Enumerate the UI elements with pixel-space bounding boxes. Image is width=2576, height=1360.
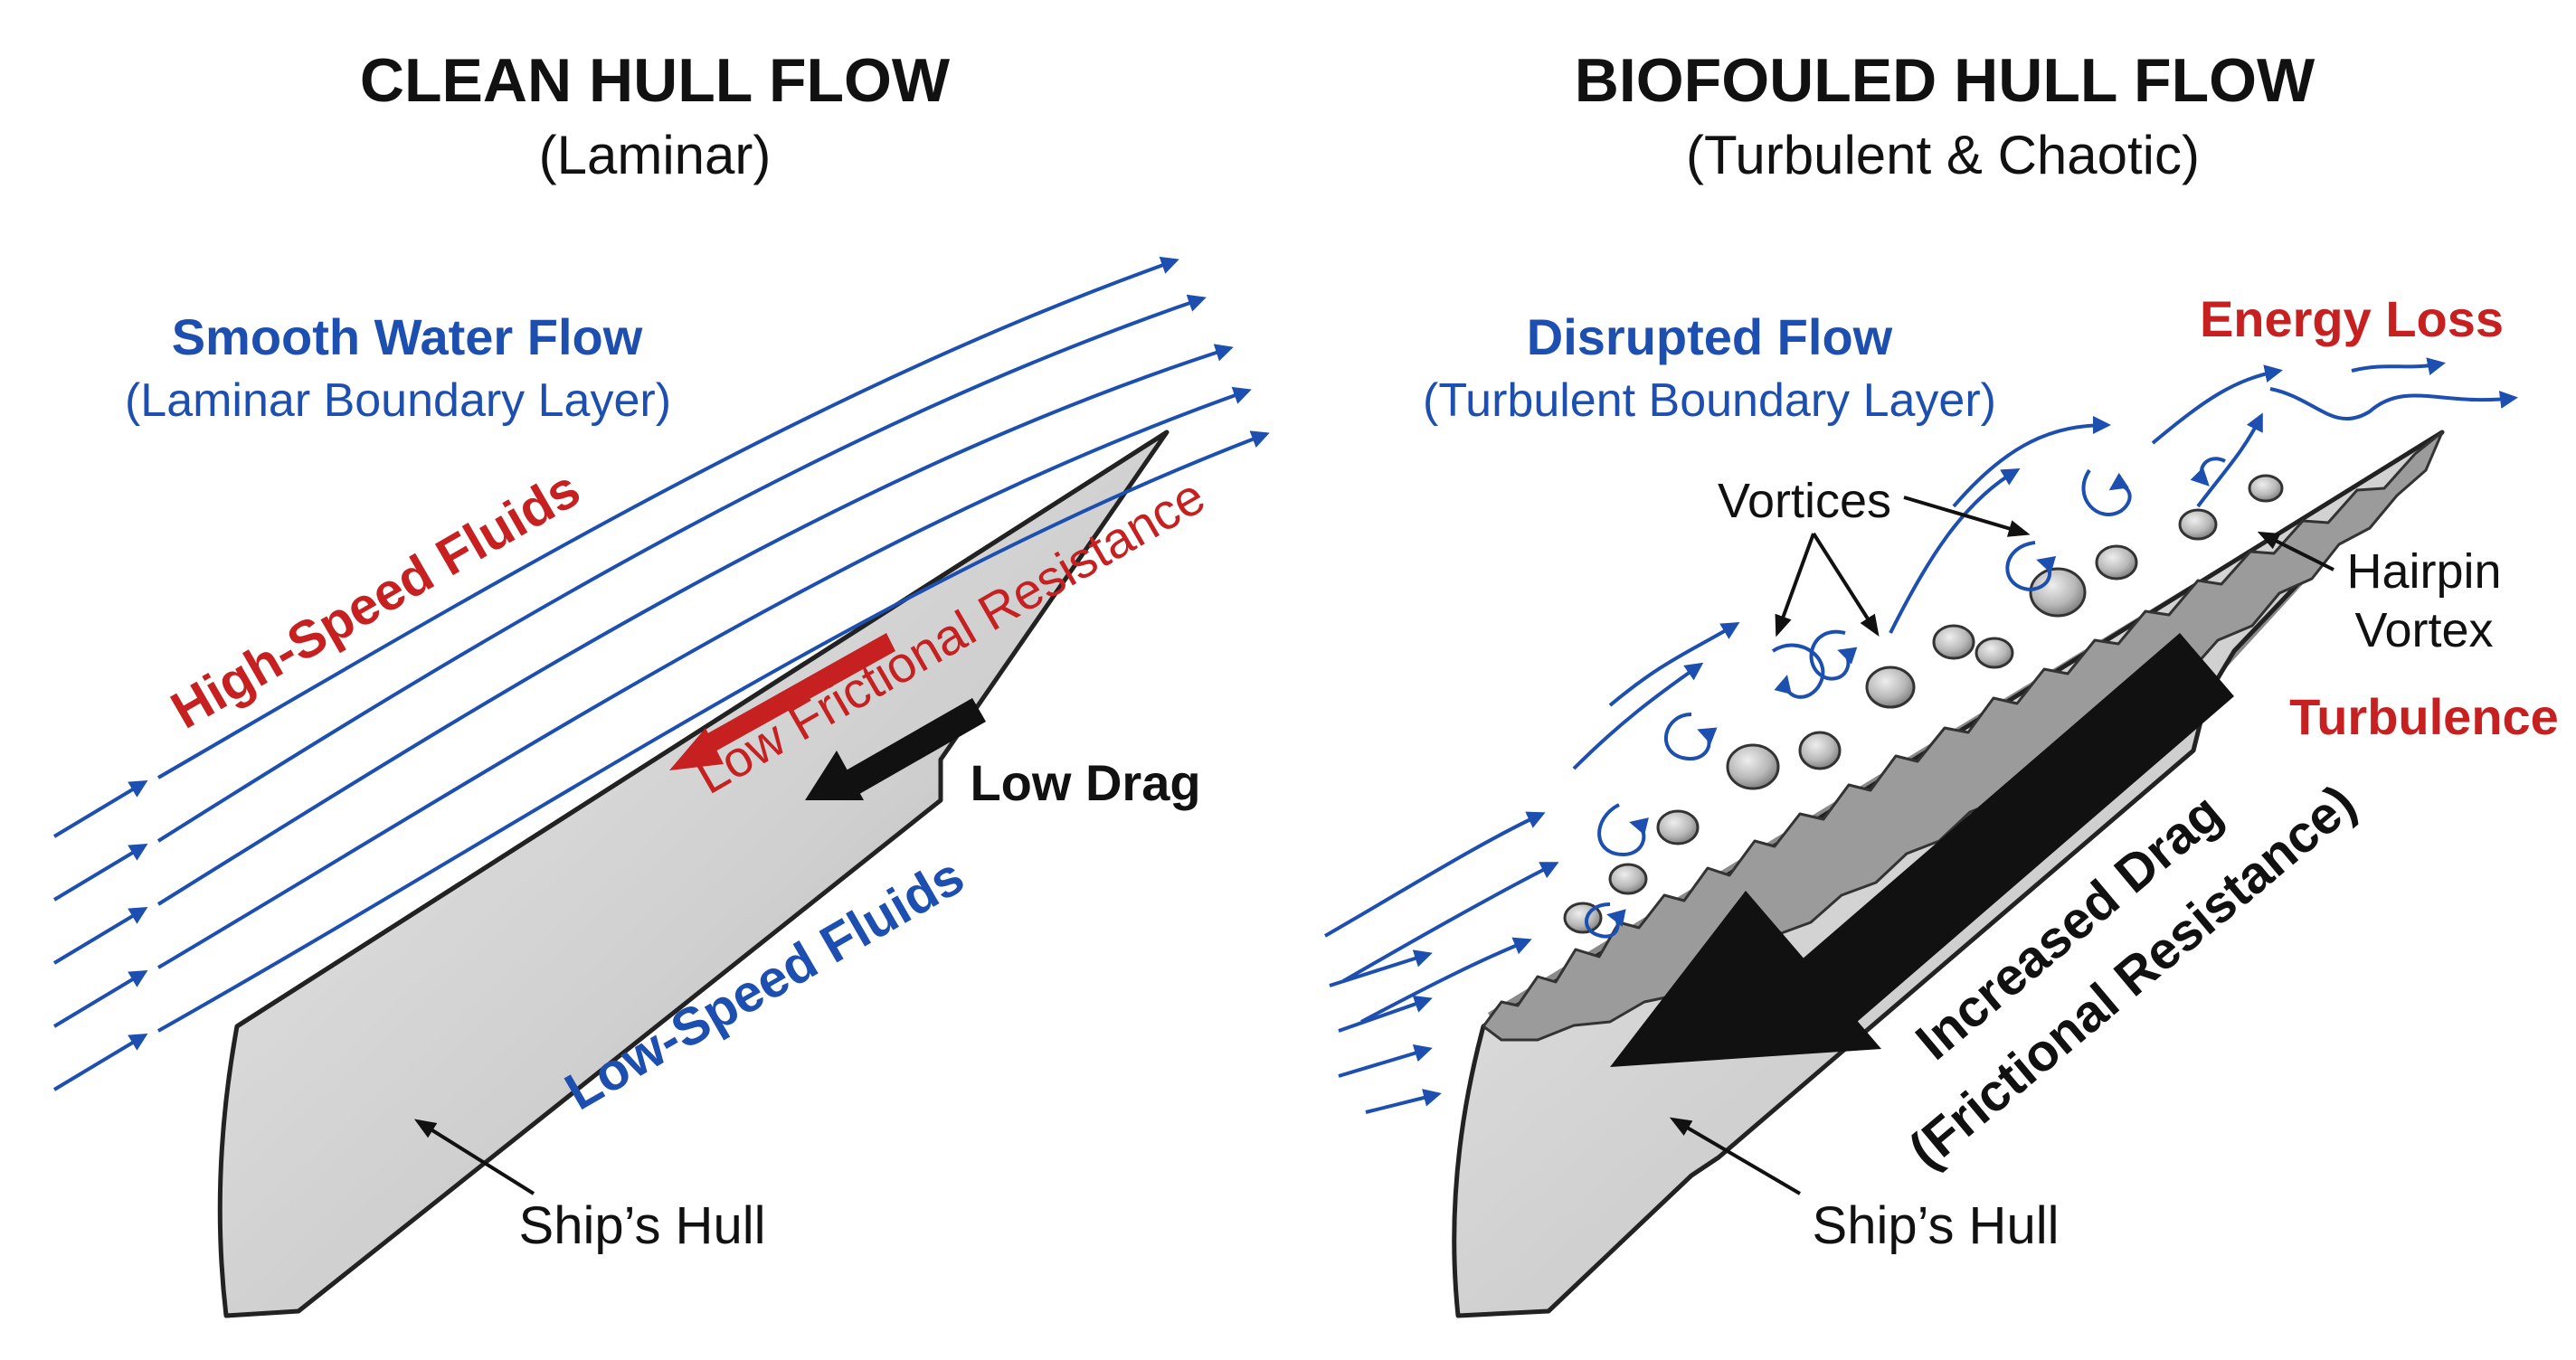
laminar-streamlines xyxy=(156,256,1270,1033)
turbulence-label: Turbulence xyxy=(2289,688,2559,745)
low-drag-label: Low Drag xyxy=(970,754,1200,811)
low-drag-arrow xyxy=(805,698,986,800)
barnacle xyxy=(2248,474,2284,503)
hull-pointer-left xyxy=(413,1119,535,1195)
inflow-arrows-left xyxy=(52,779,148,1091)
right-subtitle: (Turbulent & Chaotic) xyxy=(1686,125,2200,185)
left-subtitle: (Laminar) xyxy=(539,125,772,185)
inflow-arrows-right xyxy=(1329,949,1442,1114)
hull-label-right: Ship’s Hull xyxy=(1813,1196,2060,1255)
barnacle xyxy=(2029,567,2087,618)
smooth-flow-label: Smooth Water Flow xyxy=(172,308,643,365)
vortices-label: Vortices xyxy=(1718,474,1891,528)
resistance-arrow xyxy=(669,633,895,770)
vortex-swirl xyxy=(1585,902,1626,939)
hull-pointer-right xyxy=(1669,1117,1802,1195)
barnacle xyxy=(1608,863,1648,895)
high-speed-label: High-Speed Fluids xyxy=(162,459,590,741)
barnacle xyxy=(1726,743,1780,790)
turbulent-layer-label: (Turbulent Boundary Layer) xyxy=(1423,374,1996,427)
vortex-swirl xyxy=(1664,713,1718,761)
vortex-swirl xyxy=(2005,541,2057,592)
barnacle xyxy=(1932,624,1975,660)
barnacle xyxy=(2095,544,2138,581)
vortex-swirl xyxy=(1771,643,1825,699)
hairpin-label-line1: Hairpin xyxy=(2346,544,2501,599)
barnacle xyxy=(1975,637,2014,669)
right-panel: BIOFOULED HULL FLOW (Turbulent & Chaotic… xyxy=(1323,46,2559,1318)
hairpin-label-line2: Vortex xyxy=(2354,603,2493,657)
barnacle xyxy=(1798,731,1842,770)
vortices-pointers xyxy=(1775,496,2031,638)
barnacles xyxy=(1563,474,2284,934)
turbulent-streamlines xyxy=(1323,357,2518,1024)
hull-label-left: Ship’s Hull xyxy=(519,1196,766,1255)
vortex-swirl xyxy=(2081,468,2132,516)
left-panel: CLEAN HULL FLOW (Laminar) Smooth Water F… xyxy=(52,46,1270,1318)
barnacle xyxy=(2178,508,2218,541)
laminar-layer-label: (Laminar Boundary Layer) xyxy=(125,374,671,427)
disrupted-flow-label: Disrupted Flow xyxy=(1527,308,1893,365)
energy-loss-label: Energy Loss xyxy=(2200,290,2504,347)
hairpin-pointer xyxy=(2257,531,2334,571)
barnacle xyxy=(1865,666,1916,709)
clean-hull xyxy=(217,430,1170,1318)
increased-drag-arrow xyxy=(1610,633,2234,1067)
vortex-swirl xyxy=(2190,457,2226,486)
right-title: BIOFOULED HULL FLOW xyxy=(1575,46,2316,115)
barnacle xyxy=(1656,809,1700,845)
vortex-swirl xyxy=(1597,803,1649,857)
vortex-swirl xyxy=(1809,629,1858,681)
vortex-swirls xyxy=(1585,457,2226,939)
left-title: CLEAN HULL FLOW xyxy=(360,46,951,115)
